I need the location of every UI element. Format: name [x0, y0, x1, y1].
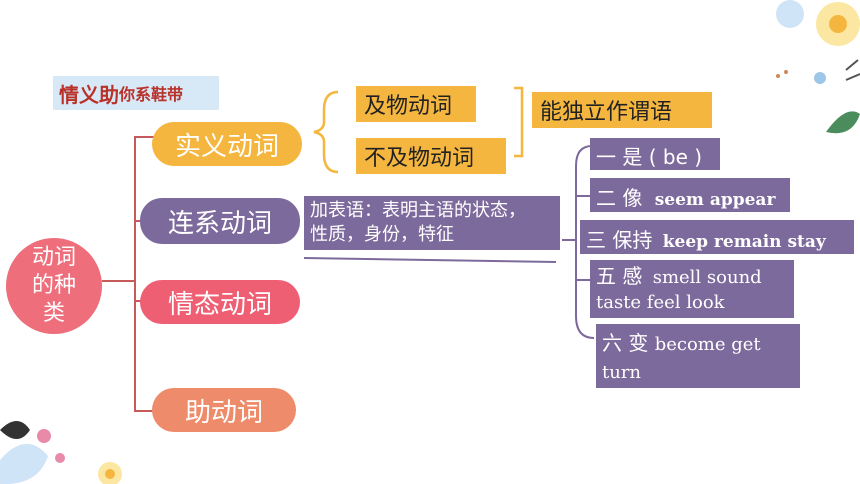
lianxi-note-line-2: 性质，身份，特征 [310, 224, 454, 245]
transitive-box: 及物动词 [356, 86, 476, 122]
type-sense-label: 五 感 [596, 264, 643, 288]
lianxi-note-line-1: 加表语：表明主语的状态， [310, 200, 526, 221]
type-be-label: 一 是 [596, 145, 643, 169]
root-line-1: 动词 [31, 245, 76, 270]
root-line-2: 的种 [31, 273, 76, 298]
type-become-label: 六 变 [602, 331, 649, 355]
intransitive-label: 不及物动词 [364, 146, 475, 171]
transitive-label: 及物动词 [364, 94, 453, 119]
lianxi-type-be: 一 是 ( be ) [590, 138, 720, 170]
lianxi-type-keep: 三 保持 keep remain stay [580, 220, 854, 254]
page-title: 情义助你系鞋带 [53, 76, 219, 110]
lianxi-connector [303, 145, 595, 339]
type-sense-words-1: smell sound [652, 267, 762, 288]
category-shiyi-label: 实义动词 [174, 131, 279, 162]
title-small-text: 你系鞋带 [119, 85, 184, 104]
shiyi-brace [313, 90, 339, 174]
lianxi-note-box: 加表语：表明主语的状态， 性质，身份，特征 [304, 196, 560, 250]
category-zhu-label: 助动词 [184, 397, 263, 428]
flower-decoration-bottom-left [0, 421, 122, 484]
type-keep-words: keep remain stay [662, 232, 826, 252]
lianxi-type-seem: 二 像 seem appear [590, 178, 790, 212]
lianxi-type-sense: 五 感 smell sound taste feel look [590, 260, 794, 318]
type-seem-label: 二 像 [596, 186, 643, 210]
lianxi-type-become: 六 变 become get turn grow go come [596, 324, 800, 409]
root-line-3: 类 [42, 301, 65, 326]
predicate-note-label: 能独立作谓语 [540, 100, 673, 125]
root-connector [102, 136, 154, 412]
title-main-text: 情义助 [59, 82, 119, 107]
root-node: 动词 的种 类 [6, 238, 102, 334]
intransitive-box: 不及物动词 [356, 138, 506, 174]
category-zhu: 助动词 [152, 388, 296, 432]
type-be-words: ( be ) [648, 145, 703, 169]
type-become-words-2: grow go come [602, 388, 731, 409]
type-sense-words-2: taste feel look [596, 292, 725, 313]
type-keep-label: 三 保持 [586, 228, 653, 252]
type-seem-words: seem appear [654, 190, 776, 210]
category-qingtai-label: 情态动词 [167, 289, 272, 320]
category-lianxi-label: 连系动词 [167, 208, 272, 239]
category-lianxi: 连系动词 [140, 198, 300, 244]
category-qingtai: 情态动词 [140, 280, 300, 324]
category-shiyi: 实义动词 [152, 122, 302, 166]
flower-decoration-top-right [776, 0, 860, 134]
transitivity-bracket [514, 86, 524, 158]
predicate-note-box: 能独立作谓语 [532, 92, 712, 128]
type-become-words-1: become get turn [602, 334, 761, 383]
